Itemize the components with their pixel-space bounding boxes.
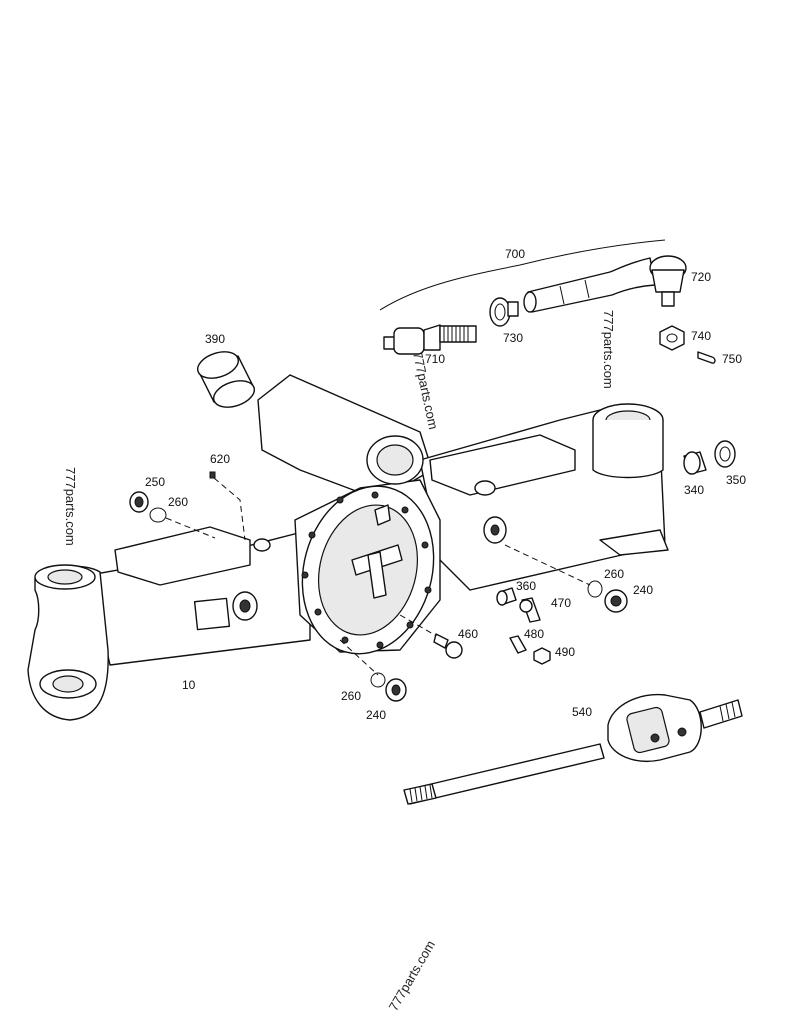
part-390-bushing: 390 [196,332,256,408]
part-350-seal: 350 [714,440,746,487]
part-730-clamp [489,297,519,327]
part-470-bolt: 470 [519,596,571,623]
label-260-right: 260 [604,567,624,581]
leader-bottom-plug [339,639,379,676]
label-260-bottom: 260 [341,689,361,703]
label-390: 390 [205,332,225,346]
label-470: 470 [551,596,571,610]
part-10-axle-housing: 10 [27,374,669,721]
part-260-o-ring-left: 260 [149,495,216,539]
leader-right-plug [504,544,591,586]
label-250: 250 [145,475,165,489]
label-620: 620 [210,452,230,466]
part-340-bushing: 340 [683,451,707,497]
label-730: 730 [503,331,523,345]
label-240-bottom: 240 [366,708,386,722]
part-750-cotter-pin [697,351,716,364]
label-490: 490 [555,645,575,659]
label-260-left: 260 [168,495,188,509]
label-720: 720 [691,270,711,284]
part-720-tie-rod-end [523,255,687,313]
watermark-left: 777parts.com [63,467,78,546]
part-740-nut [659,325,685,351]
watermark-top: 777parts.com [601,310,616,389]
label-700: 700 [505,247,525,261]
part-540-axle-shaft: 540 [403,693,743,805]
part-260-o-ring-bottom: 260 [341,672,386,703]
part-360-pin: 360 [496,579,536,606]
label-460: 460 [458,627,478,641]
part-710-inner-tie-rod [383,324,477,355]
part-250-plug: 250 [129,475,165,513]
part-460-bolt: 460 [399,614,478,659]
tie-rod-assembly: 700 720 730 740 750 710 [379,239,742,366]
label-10: 10 [182,678,196,692]
label-740: 740 [691,329,711,343]
label-350: 350 [726,473,746,487]
label-540: 540 [572,705,592,719]
assembly-bracket-700 [379,239,666,311]
part-240-plug-bottom: 240 [366,678,407,722]
part-490-nut: 490 [533,645,575,665]
label-340: 340 [684,483,704,497]
watermark-bottom: 777parts.com [386,938,438,1014]
label-710: 710 [425,352,445,366]
label-240-right: 240 [633,583,653,597]
label-750: 750 [722,352,742,366]
label-360: 360 [516,579,536,593]
part-620-grease-nipple: 620 [209,452,246,541]
part-260-o-ring-right: 260 [587,567,624,598]
part-480-stud: 480 [509,627,544,654]
label-480: 480 [524,627,544,641]
part-240-plug-right: 240 [604,583,653,613]
